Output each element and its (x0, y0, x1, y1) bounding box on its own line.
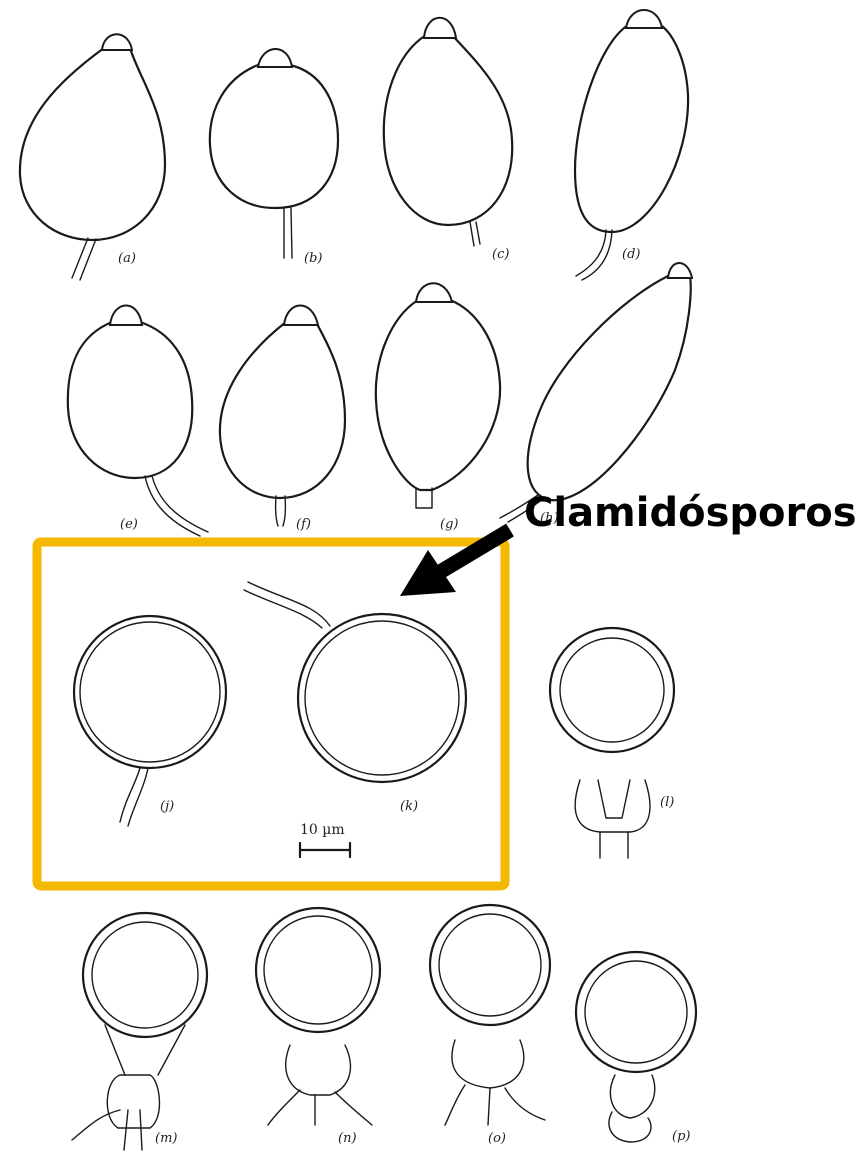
scale-bar-label: 10 µm (300, 822, 345, 838)
chlamydospore-k (244, 582, 466, 782)
sporangium-e (68, 305, 208, 536)
panel-label-c: (c) (492, 247, 509, 262)
chlamydospore-l (550, 628, 674, 858)
panel-label-f: (f) (296, 517, 311, 532)
panel-label-l: (l) (660, 795, 674, 810)
panel-label-k: (k) (400, 799, 418, 814)
panel-label-e: (e) (120, 517, 138, 532)
sporangium-h (500, 263, 692, 522)
sporangium-c (384, 18, 512, 246)
panel-label-b: (b) (304, 251, 322, 266)
panel-label-n: (n) (338, 1131, 357, 1146)
chlamydospore-m (72, 913, 207, 1150)
sporangium-f (220, 305, 345, 526)
scale-bar (300, 843, 350, 857)
chlamydospore-n (256, 908, 380, 1125)
chlamydospore-p (576, 952, 696, 1142)
panel-label-p: (p) (672, 1129, 690, 1144)
panel-label-d: (d) (622, 247, 640, 262)
panel-label-g: (g) (440, 517, 458, 532)
chlamydospore-j (74, 616, 226, 826)
chlamydospore-highlight-box (37, 542, 505, 886)
chlamydospore-o (430, 905, 550, 1125)
panel-label-o: (o) (488, 1131, 506, 1146)
sporangium-d (575, 10, 688, 280)
sporangium-g (376, 283, 500, 508)
panel-label-m: (m) (155, 1131, 177, 1146)
panel-label-a: (a) (118, 251, 136, 266)
annotation-label: Clamidósporos (524, 490, 857, 536)
panel-label-j: (j) (160, 799, 174, 814)
sporangium-a (20, 34, 165, 280)
sporangium-b (210, 49, 338, 258)
